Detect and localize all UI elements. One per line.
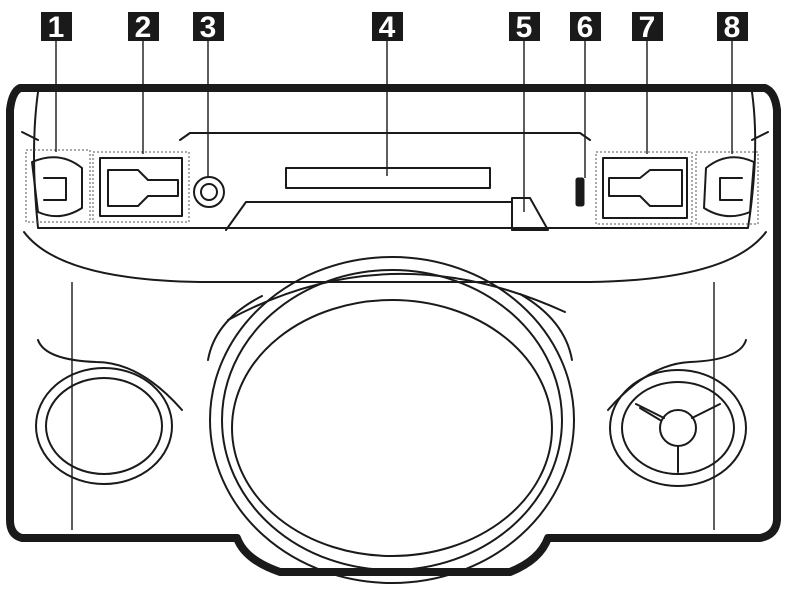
callout-2-label: 2 [135, 11, 152, 44]
callout-3: 3 [193, 11, 224, 177]
callout-5: 5 [509, 11, 540, 212]
right-handle-knob [695, 151, 759, 225]
speaker-body [6, 84, 781, 576]
callout-4: 4 [372, 11, 403, 176]
right-jog-dial [595, 151, 693, 225]
display-window [285, 167, 491, 189]
callout-8: 8 [717, 11, 748, 154]
callout-8-label: 8 [724, 11, 741, 44]
left-jog-dial [92, 151, 190, 223]
woofer [207, 256, 575, 584]
callout-7-label: 7 [639, 11, 656, 44]
left-handle-knob [25, 149, 91, 223]
right-horn [607, 339, 747, 487]
callout-6: 6 [570, 11, 601, 178]
callout-1: 1 [41, 11, 72, 152]
callout-badges: 1 2 3 4 5 6 7 [41, 11, 748, 212]
volume-knob [193, 176, 225, 208]
callout-5-label: 5 [516, 11, 533, 44]
callout-7: 7 [632, 11, 663, 154]
callout-3-label: 3 [200, 11, 217, 44]
callout-2: 2 [128, 11, 159, 154]
callout-1-label: 1 [48, 11, 65, 44]
callout-4-label: 4 [379, 11, 396, 44]
callout-6-label: 6 [577, 11, 594, 44]
usb-port [575, 177, 585, 207]
left-horn [35, 339, 183, 485]
